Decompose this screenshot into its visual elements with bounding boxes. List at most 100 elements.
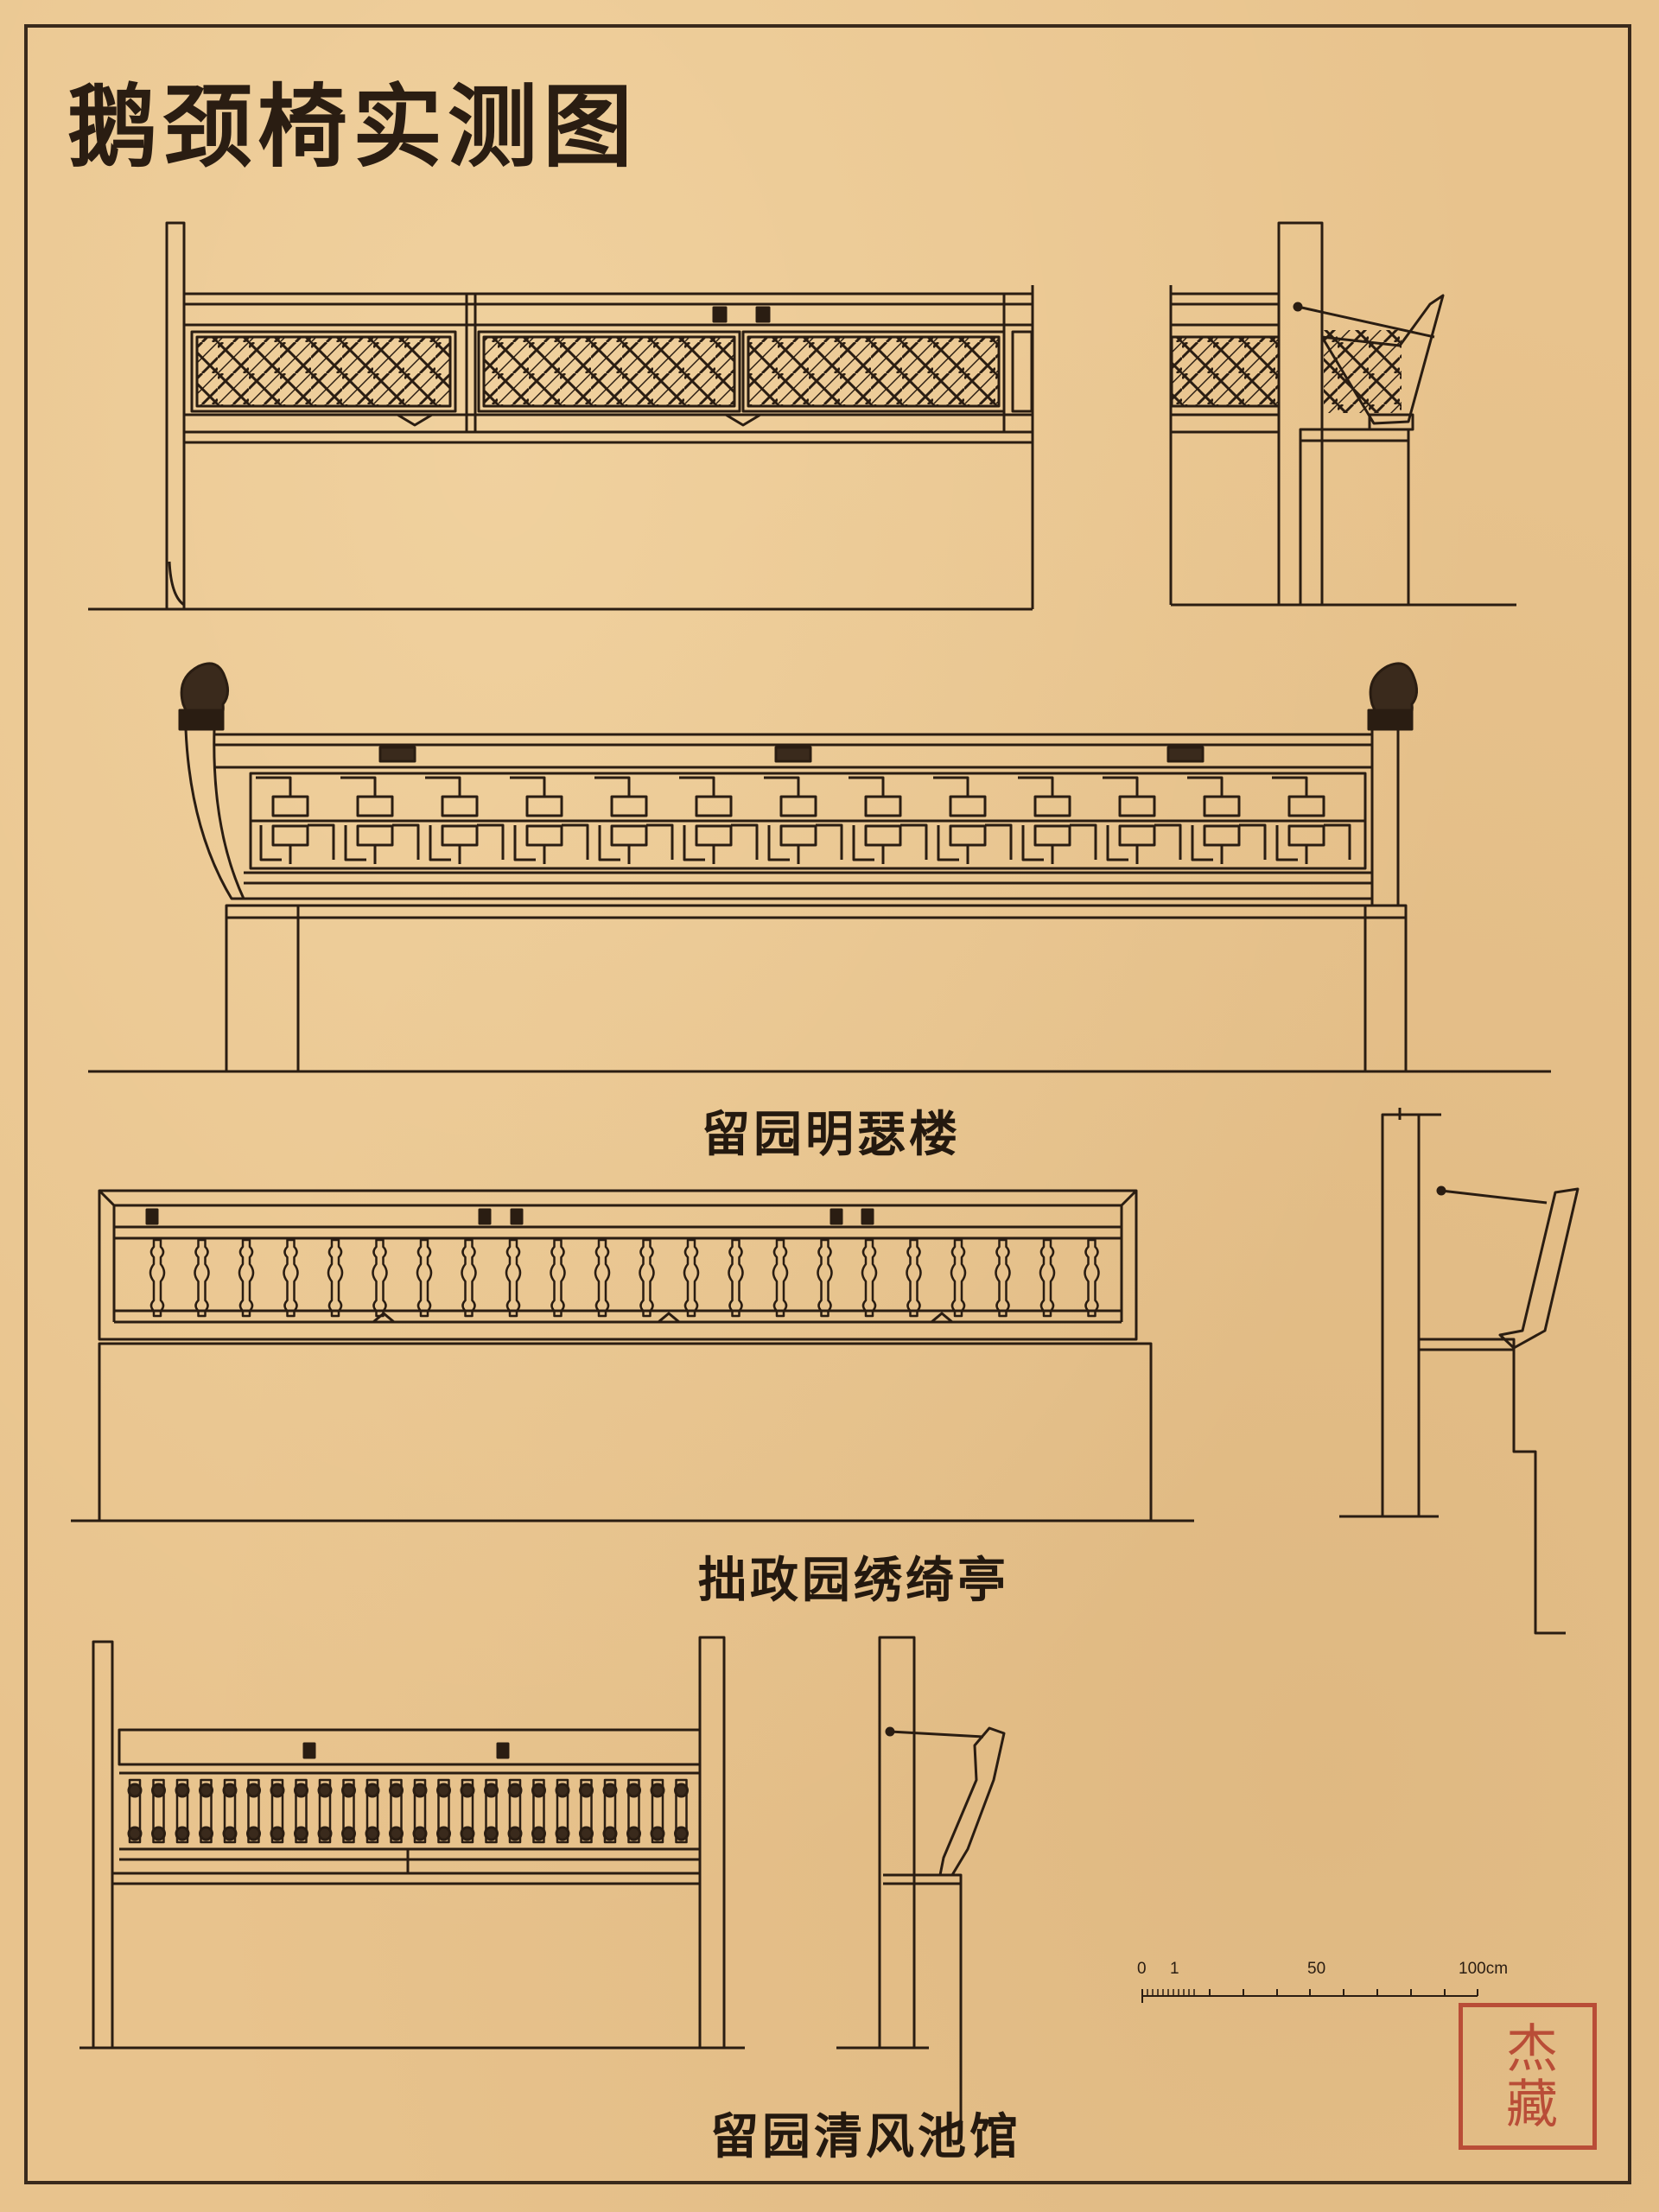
elevation-1 — [88, 221, 1034, 611]
scroll-ornament — [579, 1826, 594, 1841]
scale-label-100cm: 100cm — [1459, 1960, 1509, 1978]
baluster — [194, 1238, 210, 1318]
scroll-ornament — [151, 1783, 166, 1798]
baluster — [550, 1238, 566, 1318]
scroll-ornament — [507, 1826, 523, 1841]
fret-motif — [937, 823, 1013, 861]
scroll-ornament — [127, 1783, 143, 1798]
scroll-ornament — [436, 1826, 451, 1841]
fret-motif — [767, 823, 843, 861]
baluster — [861, 1238, 878, 1318]
scroll-ornament — [389, 1826, 404, 1841]
baluster — [283, 1238, 299, 1318]
scroll-baluster — [413, 1778, 427, 1844]
scroll-ornament — [602, 1783, 618, 1798]
page-title: 鹅颈椅实测图 — [67, 74, 639, 180]
baluster — [906, 1238, 922, 1318]
scroll-ornament — [602, 1826, 618, 1841]
baluster — [416, 1238, 433, 1318]
scroll-ornament — [484, 1826, 499, 1841]
baluster — [950, 1238, 967, 1318]
scroll-baluster — [175, 1778, 189, 1844]
scroll-ornament — [674, 1826, 689, 1841]
scroll-ornament — [199, 1826, 213, 1841]
scroll-baluster — [318, 1778, 332, 1844]
scroll-ornament — [222, 1826, 238, 1841]
scroll-ornament — [531, 1783, 546, 1798]
scroll-baluster — [556, 1778, 569, 1844]
scroll-ornament — [389, 1783, 404, 1798]
scroll-ornament — [650, 1826, 665, 1841]
scroll-baluster — [675, 1778, 688, 1844]
section-3 — [1339, 1108, 1580, 1635]
scroll-baluster — [532, 1778, 545, 1844]
scroll-baluster — [627, 1778, 640, 1844]
scroll-ornament — [175, 1783, 190, 1798]
scroll-ornament — [507, 1783, 523, 1798]
scroll-baluster — [437, 1778, 450, 1844]
scroll-ornament — [246, 1783, 261, 1798]
caption-liuyuan-qingfeng: 留园清风池馆 — [710, 2108, 1021, 2165]
baluster — [505, 1238, 522, 1318]
scroll-ornament — [365, 1826, 380, 1841]
scroll-ornament — [412, 1826, 428, 1841]
baluster — [238, 1238, 255, 1318]
scroll-ornament — [317, 1826, 333, 1841]
scroll-baluster — [485, 1778, 498, 1844]
drawing-frame — [24, 24, 1631, 2184]
scroll-ornament — [270, 1826, 285, 1841]
fret-motif — [429, 823, 505, 861]
fret-motif — [852, 823, 928, 861]
fret-motif — [683, 823, 759, 861]
scroll-ornament — [484, 1783, 499, 1798]
baluster — [149, 1238, 166, 1318]
scroll-baluster — [603, 1778, 617, 1844]
scroll-ornament — [199, 1783, 213, 1798]
scroll-baluster — [390, 1778, 403, 1844]
baluster — [817, 1238, 833, 1318]
scroll-ornament — [365, 1783, 380, 1798]
scroll-baluster — [270, 1778, 284, 1844]
scroll-ornament — [555, 1783, 570, 1798]
scroll-baluster — [295, 1778, 308, 1844]
scroll-ornament — [294, 1826, 308, 1841]
fret-motif — [1191, 823, 1267, 861]
baluster — [1039, 1238, 1056, 1318]
scale-label-1: 1 — [1170, 1960, 1179, 1978]
baluster — [995, 1238, 1011, 1318]
elevation-2 — [88, 662, 1551, 1073]
scroll-baluster — [200, 1778, 213, 1844]
fret-motif — [1021, 823, 1097, 861]
scale-label-0: 0 — [1137, 1960, 1147, 1978]
scroll-baluster — [461, 1778, 474, 1844]
baluster — [461, 1238, 477, 1318]
baluster — [683, 1238, 700, 1318]
scroll-baluster — [508, 1778, 522, 1844]
scroll-ornament — [175, 1826, 190, 1841]
section-1 — [1169, 221, 1516, 607]
baluster — [327, 1238, 344, 1318]
scroll-baluster — [580, 1778, 593, 1844]
scroll-baluster — [223, 1778, 237, 1844]
scroll-baluster — [651, 1778, 664, 1844]
baluster — [772, 1238, 789, 1318]
scroll-baluster — [152, 1778, 165, 1844]
baluster — [728, 1238, 744, 1318]
caption-liuyuan-mingse: 留园明瑟楼 — [702, 1106, 961, 1163]
scroll-ornament — [222, 1783, 238, 1798]
scroll-ornament — [674, 1783, 689, 1798]
scroll-ornament — [127, 1826, 143, 1841]
scroll-ornament — [626, 1783, 641, 1798]
scroll-baluster — [247, 1778, 260, 1844]
elevation-3 — [71, 1189, 1194, 1522]
scroll-ornament — [294, 1783, 308, 1798]
elevation-4 — [79, 1636, 745, 2050]
baluster — [372, 1238, 388, 1318]
scroll-ornament — [412, 1783, 428, 1798]
seal-text: 杰藏 — [1497, 2021, 1558, 2132]
scroll-baluster — [365, 1778, 379, 1844]
red-seal-stamp: 杰藏 — [1459, 2003, 1597, 2150]
fret-motif — [1275, 823, 1351, 861]
caption-zhuozheng-xiuqi: 拙政园绣绮亭 — [698, 1552, 1009, 1609]
